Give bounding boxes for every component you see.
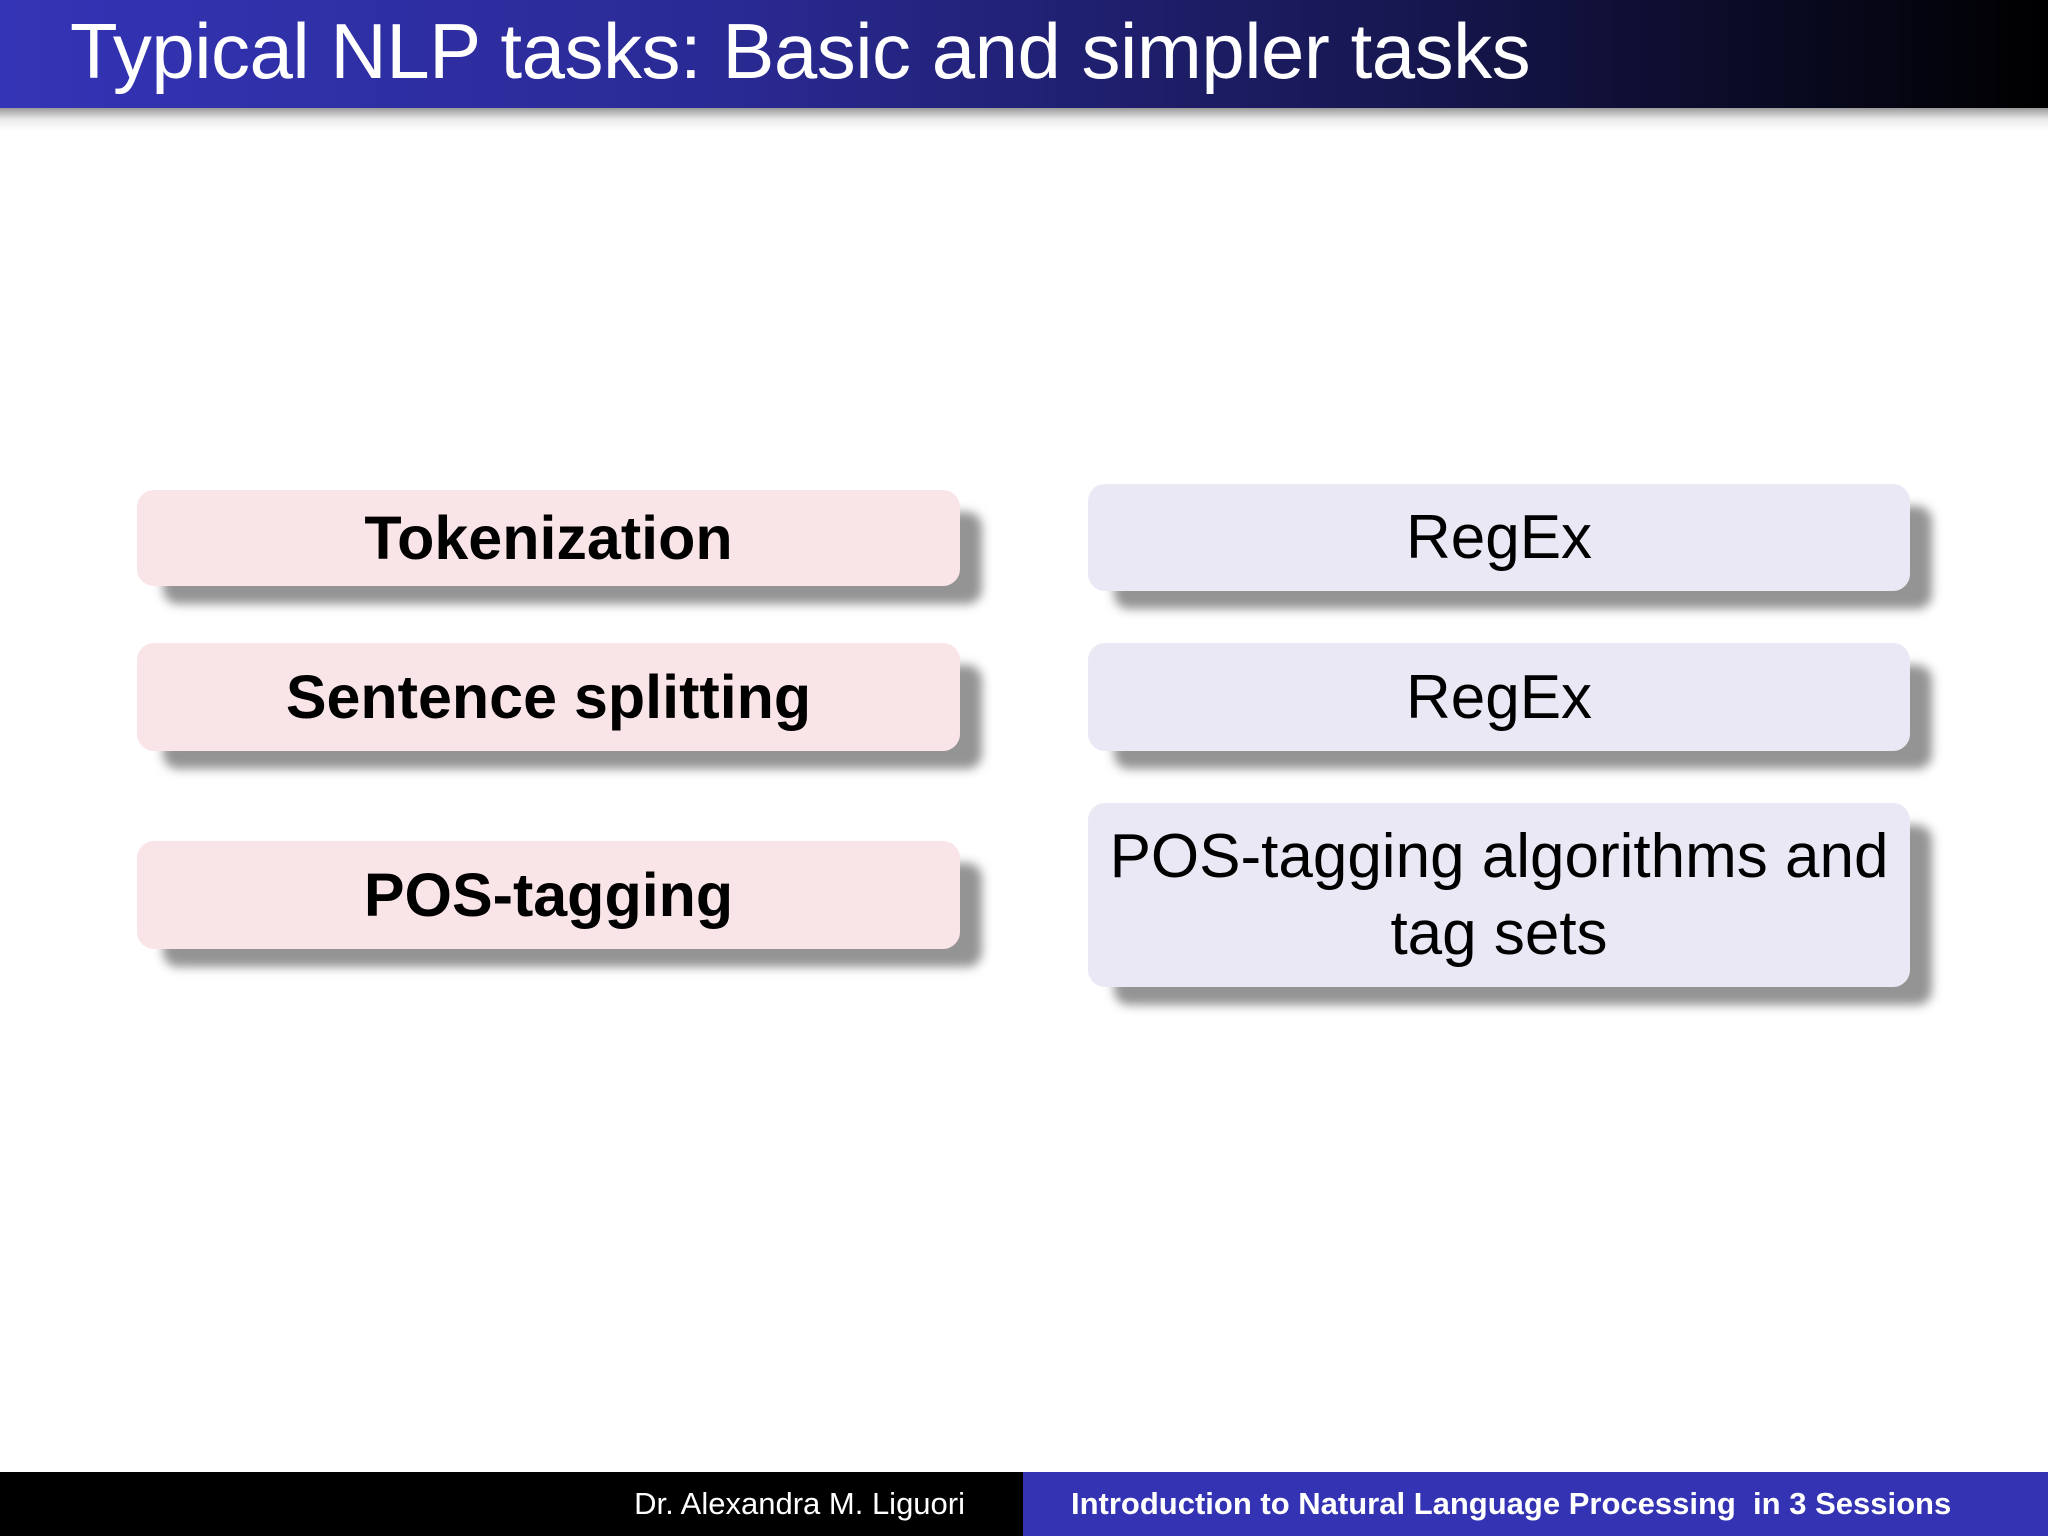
footer-author: Dr. Alexandra M. Liguori [0,1472,1023,1536]
task-box-pos-tagging: POS-tagging [137,841,960,949]
task-label: Sentence splitting [285,663,812,731]
task-label: POS-tagging [363,861,734,929]
task-box-sentence-splitting: Sentence splitting [137,643,960,751]
method-label: RegEx [1405,662,1593,732]
method-label: RegEx [1405,503,1593,572]
slide-header: Typical NLP tasks: Basic and simpler tas… [0,0,2048,108]
method-box-regex-2: RegEx [1088,643,1910,751]
footer-course-title: Introduction to Natural Language Process… [1023,1472,2048,1536]
task-label: Tokenization [364,504,733,572]
slide-footer: Dr. Alexandra M. Liguori Introduction to… [0,1472,2048,1536]
task-box-tokenization: Tokenization [137,490,960,586]
method-label: POS-tagging algorithms and tag sets [1109,822,1889,968]
header-shadow [0,108,2048,130]
method-box-regex-1: RegEx [1088,484,1910,591]
method-box-pos-algorithms: POS-tagging algorithms and tag sets [1088,803,1910,987]
slide-title: Typical NLP tasks: Basic and simpler tas… [70,7,1531,95]
